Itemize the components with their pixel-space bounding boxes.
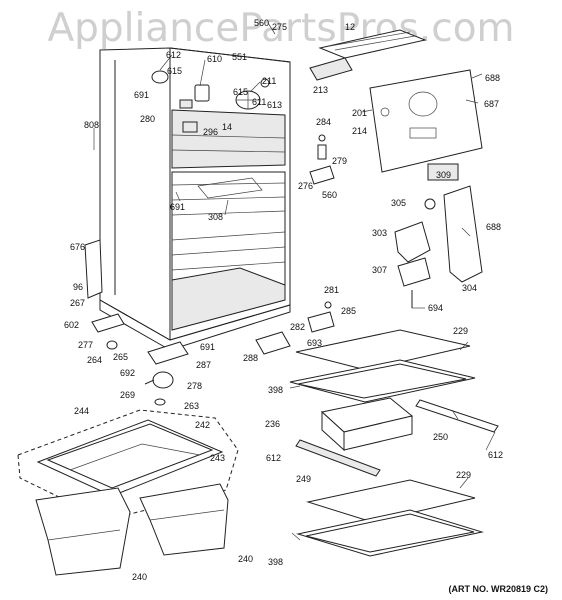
part-label: 240 <box>238 554 254 564</box>
part-label: 236 <box>265 419 281 429</box>
part-label: 288 <box>243 353 259 363</box>
part-label: 309 <box>436 170 452 180</box>
part-label: 612 <box>166 50 182 60</box>
part-label: 691 <box>200 342 216 352</box>
part-label: 265 <box>113 352 129 362</box>
part-label: 693 <box>307 338 323 348</box>
part-label: 278 <box>187 381 203 391</box>
part-label: 305 <box>391 198 407 208</box>
part-label: 276 <box>298 181 314 191</box>
part-label: 692 <box>120 368 136 378</box>
part-label: 610 <box>207 54 223 64</box>
top-shelf <box>309 29 427 81</box>
part-label: 249 <box>296 474 312 484</box>
part-label: 96 <box>73 282 84 292</box>
part-label: 808 <box>84 120 100 130</box>
part-label: 229 <box>453 326 469 336</box>
art-number: (ART NO. WR20819 C2) <box>448 584 548 594</box>
part-label: 398 <box>268 385 284 395</box>
leader-lines <box>93 22 496 541</box>
part-label: 250 <box>433 432 449 442</box>
part-label: 229 <box>456 470 472 480</box>
part-label: 242 <box>195 420 211 430</box>
part-label: 296 <box>203 127 219 137</box>
part-label: 307 <box>372 265 388 275</box>
part-label: 282 <box>290 322 306 332</box>
part-label: 211 <box>262 76 277 86</box>
part-label: 269 <box>120 390 136 400</box>
mid-parts <box>309 134 436 210</box>
part-label: 398 <box>268 557 284 567</box>
part-label: 263 <box>184 401 200 411</box>
part-label: 688 <box>486 222 502 232</box>
part-label: 214 <box>352 126 368 136</box>
part-label: 284 <box>316 117 332 127</box>
part-label: 264 <box>87 355 103 365</box>
part-label: 287 <box>196 360 212 370</box>
part-label: 694 <box>428 303 444 313</box>
part-label: 560 <box>254 18 270 28</box>
part-label: 691 <box>134 90 150 100</box>
part-label: 613 <box>267 100 283 110</box>
part-label: 213 <box>313 85 329 95</box>
part-label: 551 <box>232 52 248 62</box>
top-parts <box>151 70 270 133</box>
part-label: 243 <box>210 453 226 463</box>
part-label: 687 <box>484 99 500 109</box>
part-label: 267 <box>70 298 86 308</box>
part-label: 676 <box>70 242 86 252</box>
part-label: 277 <box>78 340 94 350</box>
part-label: 602 <box>64 320 80 330</box>
part-label: 615 <box>233 87 249 97</box>
part-label: 275 <box>272 22 288 32</box>
cabinet-drawing <box>99 47 291 351</box>
part-label: 304 <box>462 283 478 293</box>
part-label: 281 <box>324 285 340 295</box>
part-label: 303 <box>372 228 388 238</box>
crisper-assembly <box>17 409 239 576</box>
part-label: 611 <box>252 97 267 107</box>
part-label: 285 <box>341 306 357 316</box>
part-label: 201 <box>352 108 368 118</box>
part-label: 688 <box>485 73 501 83</box>
part-label: 14 <box>222 122 233 132</box>
part-label: 560 <box>322 190 338 200</box>
part-label: 244 <box>74 406 90 416</box>
part-label: 612 <box>488 450 504 460</box>
part-label: 12 <box>345 22 356 32</box>
part-label: 279 <box>332 156 348 166</box>
part-label: 308 <box>208 212 224 222</box>
evaporator-cover <box>369 69 483 181</box>
part-label: 691 <box>170 202 186 212</box>
bracket-parts <box>84 239 335 406</box>
part-label: 612 <box>266 453 282 463</box>
part-label: 615 <box>167 66 183 76</box>
crisper-control-parts <box>394 185 483 308</box>
part-label: 280 <box>140 114 156 124</box>
part-label: 240 <box>132 572 148 582</box>
shelves-right <box>289 329 499 557</box>
